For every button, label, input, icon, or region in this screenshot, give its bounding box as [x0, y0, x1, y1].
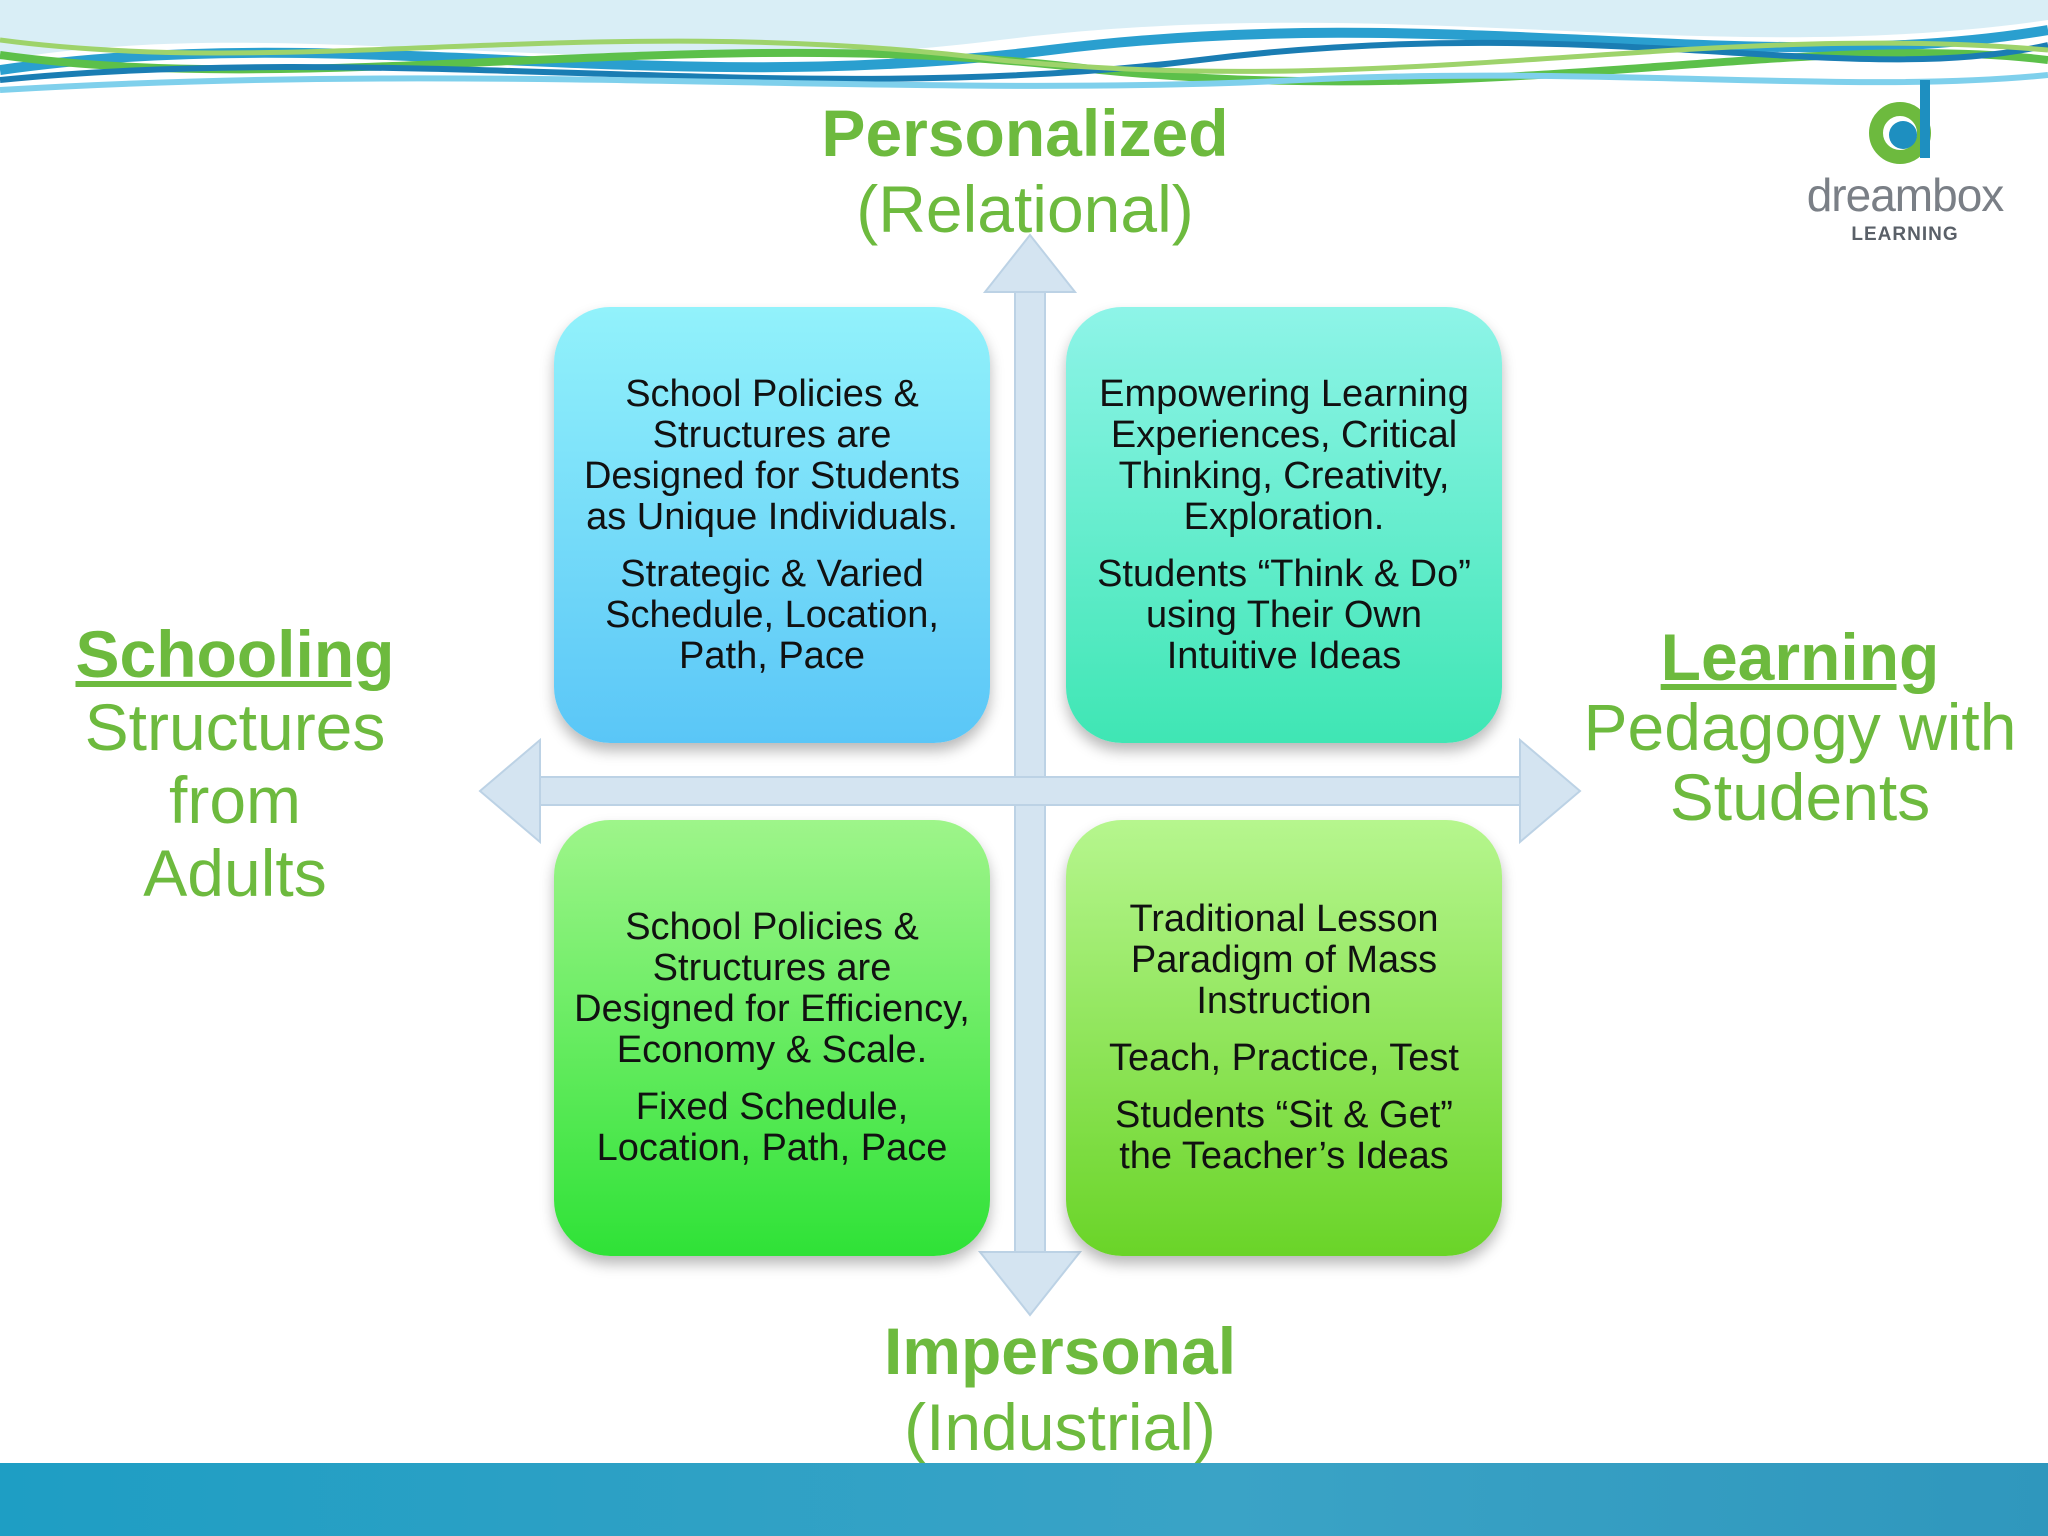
- axis-right-line2: Students: [1669, 760, 1931, 834]
- axis-top-subtitle: (Relational): [856, 172, 1194, 246]
- axis-top-title: Personalized: [821, 96, 1229, 170]
- axis-left-line1: Structures: [84, 690, 386, 764]
- dreambox-logo-icon: [1869, 80, 1931, 164]
- quadrant-text-primary: School Policies & Structures are Designe…: [574, 906, 970, 1071]
- axis-bottom-subtitle: (Industrial): [904, 1390, 1216, 1464]
- axis-label-left: Schooling Structures from Adults: [40, 618, 430, 910]
- header-wave-decoration: [0, 0, 2048, 93]
- axis-arrows: [478, 233, 1582, 1317]
- quadrant-impersonal-schooling: School Policies & Structures are Designe…: [554, 820, 990, 1256]
- axis-label-right: Learning Pedagogy with Students: [1560, 622, 2040, 832]
- axis-left-line2: from: [169, 763, 301, 837]
- quadrant-personalized-schooling: School Policies & Structures are Designe…: [554, 307, 990, 743]
- quadrant-personalized-learning: Empowering Learning Experiences, Critica…: [1066, 307, 1502, 743]
- logo-wordmark: dreambox: [1806, 169, 2005, 221]
- axis-right-line1: Pedagogy with: [1583, 690, 2017, 764]
- arrow-down-head: [977, 1251, 1083, 1317]
- quadrant-text-secondary: Strategic & Varied Schedule, Location, P…: [605, 552, 939, 677]
- axis-bottom-title: Impersonal: [883, 1314, 1237, 1388]
- quadrant-impersonal-learning: Traditional Lesson Paradigm of Mass Inst…: [1066, 820, 1502, 1256]
- footer-bar: [0, 1463, 2048, 1536]
- quadrant-text-secondary: Teach, Practice, Test: [1109, 1037, 1459, 1079]
- quadrant-text-primary: Empowering Learning Experiences, Critica…: [1099, 372, 1469, 538]
- quadrant-text-tertiary: Students “Sit & Get” the Teacher’s Ideas: [1115, 1094, 1453, 1177]
- arrow-right-head: [1519, 737, 1582, 845]
- axis-left-line3: Adults: [143, 836, 327, 910]
- horizontal-axis-shaft: [539, 776, 1521, 806]
- axis-label-top: Personalized (Relational): [700, 95, 1350, 247]
- logo-subtitle: LEARNING: [1851, 224, 1959, 245]
- arrow-left-head: [478, 737, 541, 845]
- quadrant-text-primary: School Policies & Structures are Designe…: [583, 372, 960, 538]
- quadrant-text-secondary: Students “Think & Do” using Their Own In…: [1097, 552, 1471, 677]
- quadrant-text-primary: Traditional Lesson Paradigm of Mass Inst…: [1129, 898, 1439, 1022]
- axis-right-title: Learning: [1660, 620, 1940, 694]
- quadrant-text-secondary: Fixed Schedule, Location, Path, Pace: [596, 1086, 948, 1169]
- axis-label-bottom: Impersonal (Industrial): [740, 1313, 1380, 1465]
- arrow-up-head: [982, 233, 1078, 293]
- axis-left-title: Schooling: [75, 617, 395, 691]
- vertical-axis-shaft: [1014, 291, 1046, 1253]
